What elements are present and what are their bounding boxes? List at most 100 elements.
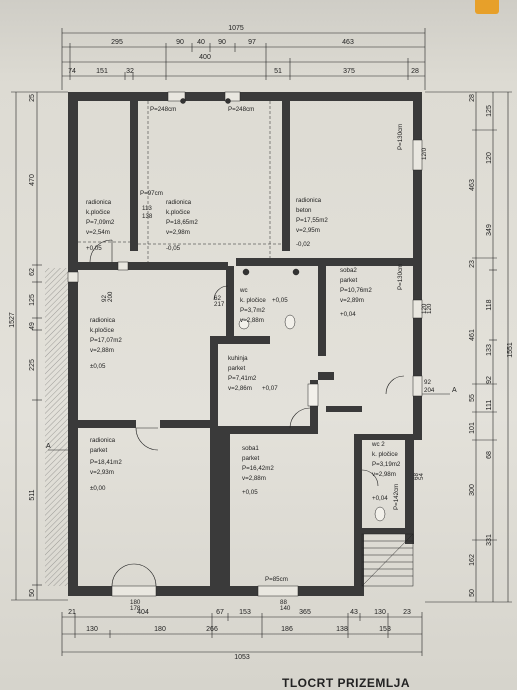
section-a-right: A <box>452 387 457 394</box>
terrain-hatch <box>45 268 69 586</box>
dim-top-40: 40 <box>197 39 205 46</box>
dim-bottom-130b: 130 <box>86 626 98 633</box>
svg-text:radionica: radionica <box>166 199 192 206</box>
dim-top-28: 28 <box>411 68 419 75</box>
label-180: 180 <box>130 599 141 606</box>
dim-right-92: 92 <box>486 376 493 384</box>
svg-text:k. pločice: k. pločice <box>372 451 398 458</box>
svg-text:beton: beton <box>296 207 312 214</box>
section-a-left: A <box>46 443 51 450</box>
dim-right-162: 162 <box>469 554 476 566</box>
svg-text:v=2,93m: v=2,93m <box>90 469 114 476</box>
label-140: 140 <box>280 605 291 612</box>
dim-left-470: 470 <box>29 174 36 186</box>
svg-text:P=16,42m2: P=16,42m2 <box>242 465 274 472</box>
label-68: 68 <box>413 473 420 480</box>
svg-text:k.pločice: k.pločice <box>166 209 191 216</box>
room-soba2: soba2 parket P=10,76m2 v=2,89m +0,04 <box>340 267 372 318</box>
dim-bottom-186: 186 <box>281 626 293 633</box>
label-204: 204 <box>424 387 435 394</box>
svg-text:+0,05: +0,05 <box>86 245 102 252</box>
svg-text:v=2,86m: v=2,86m <box>228 385 252 392</box>
svg-text:+0,04: +0,04 <box>372 495 388 502</box>
room-radionica-4: radionica k.pločice P=17,07m2 v=2,88m ±0… <box>90 317 122 370</box>
dim-left-25: 25 <box>29 94 36 102</box>
label-92: 92 <box>424 379 431 386</box>
svg-text:radionica: radionica <box>86 199 112 206</box>
svg-text:radionica: radionica <box>90 317 116 324</box>
dim-right-125: 125 <box>486 105 493 117</box>
svg-text:v=2,98m: v=2,98m <box>372 471 396 478</box>
svg-text:radionica: radionica <box>90 437 116 444</box>
dim-top-97: 97 <box>248 39 256 46</box>
dim-bottom-153b: 153 <box>379 626 391 633</box>
label-120b: 120 <box>426 303 433 314</box>
label-178: 178 <box>130 605 141 612</box>
room-wc-2: wc 2 k. pločice P=3,19m2 v=2,98m +0,04 <box>371 441 401 502</box>
svg-text:P=17,07m2: P=17,07m2 <box>90 337 122 344</box>
dim-right-461: 461 <box>469 329 476 341</box>
right-dimension-chains <box>425 91 512 603</box>
svg-text:soba2: soba2 <box>340 267 357 274</box>
room-radionica-1: radionica k.pločice P=7,09m2 v=2,54m +0,… <box>86 199 115 252</box>
dim-right-331: 331 <box>486 534 493 546</box>
dim-right-101: 101 <box>469 422 476 434</box>
dim-left-49: 49 <box>29 322 36 330</box>
svg-text:P=17,55m2: P=17,55m2 <box>296 217 328 224</box>
svg-text:±0,05: ±0,05 <box>90 363 106 370</box>
label-p130-soba2: P=130cm <box>397 264 404 290</box>
svg-text:P=7,41m2: P=7,41m2 <box>228 375 257 382</box>
dim-right-133: 133 <box>486 344 493 356</box>
dim-bottom-67: 67 <box>216 609 224 616</box>
label-92-b: 92 <box>101 295 108 302</box>
room-radionica-5: radionica parket P=18,41m2 v=2,93m ±0,00 <box>90 437 122 492</box>
svg-text:P=18,41m2: P=18,41m2 <box>90 459 122 466</box>
label-200: 200 <box>107 291 114 302</box>
dim-left-overall: 1527 <box>9 312 16 328</box>
label-54: 54 <box>418 473 425 480</box>
label-138: 138 <box>142 213 153 220</box>
plan-title: TLOCRT PRIZEMLJA <box>282 676 410 690</box>
room-kuhinja: kuhinja parket P=7,41m2 v=2,86m +0,07 <box>228 355 278 392</box>
dim-right-118: 118 <box>486 299 493 310</box>
dim-bottom-43: 43 <box>350 609 358 616</box>
fixtures <box>180 98 386 522</box>
dim-bottom-overall: 1053 <box>234 654 250 661</box>
label-p142: P=142cm <box>393 484 400 510</box>
dim-right-55: 55 <box>469 394 476 402</box>
dim-top-overall: 1075 <box>228 25 244 32</box>
dim-right-111: 111 <box>486 400 493 411</box>
svg-text:v=2,88m: v=2,88m <box>90 347 114 354</box>
svg-text:v=2,89m: v=2,89m <box>340 297 364 304</box>
dim-bottom-365: 365 <box>299 609 311 616</box>
room-radionica-2: radionica k.pločice P=18,65m2 v=2,98m -0… <box>166 199 198 252</box>
dim-left-62: 62 <box>29 268 36 276</box>
svg-text:P=3,19m2: P=3,19m2 <box>372 461 401 468</box>
dashed-lines <box>78 101 282 262</box>
label-p248-1: P=248cm <box>150 106 176 113</box>
bottom-dimension-chains <box>61 612 423 656</box>
svg-text:+0,05: +0,05 <box>242 489 258 496</box>
svg-text:+0,07: +0,07 <box>262 385 278 392</box>
door-swings <box>89 239 405 587</box>
svg-text:v=2,54m: v=2,54m <box>86 229 110 236</box>
svg-text:+0,04: +0,04 <box>340 311 356 318</box>
svg-text:wc 2: wc 2 <box>371 441 385 448</box>
dim-left-225: 225 <box>29 359 36 371</box>
dim-top-74: 74 <box>68 68 76 75</box>
left-dimension-chains <box>11 91 68 601</box>
room-radionica-3: radionica beton P=17,55m2 v=2,95m -0,02 <box>296 197 328 248</box>
label-p97: P=97cm <box>140 190 163 197</box>
walls <box>68 92 422 596</box>
svg-text:parket: parket <box>242 455 259 462</box>
dim-top-295: 295 <box>111 39 123 46</box>
dim-right-23: 23 <box>469 260 476 268</box>
dim-top-400: 400 <box>199 54 211 61</box>
dim-top-375: 375 <box>343 68 355 75</box>
windows <box>67 91 423 597</box>
svg-text:radionica: radionica <box>296 197 322 204</box>
dim-left-511: 511 <box>29 489 36 500</box>
dim-bottom-153a: 153 <box>239 609 251 616</box>
opening-labels: P=248cm P=248cm P=97cm P=130cm P=130cm P… <box>101 106 435 612</box>
